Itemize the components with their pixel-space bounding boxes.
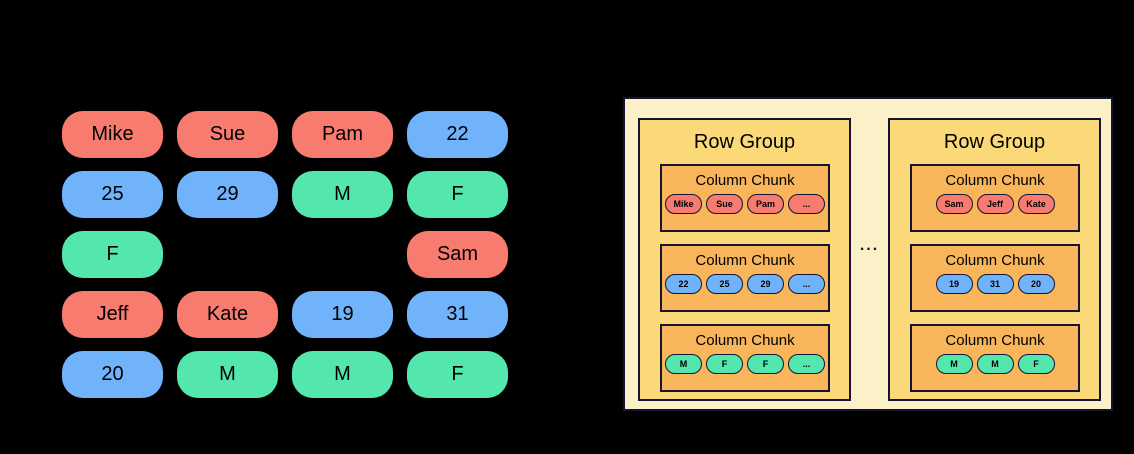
data-cell-pill: M — [177, 351, 278, 398]
data-cell-pill: 31 — [407, 291, 508, 338]
value-pill: M — [976, 354, 1014, 374]
value-pill: Jeff — [976, 194, 1014, 214]
value-pill: 20 — [1017, 274, 1055, 294]
value-pill: Sam — [935, 194, 973, 214]
data-cell-pill: 20 — [62, 351, 163, 398]
data-cell-pill: F — [407, 351, 508, 398]
value-pill: Pam — [747, 194, 784, 214]
value-pill: ... — [788, 194, 825, 214]
data-cell-pill: Sue — [177, 111, 278, 158]
data-cell-pill: Kate — [177, 291, 278, 338]
data-cell-pill: 29 — [177, 171, 278, 218]
value-pill: M — [665, 354, 702, 374]
data-cell-pill: 19 — [292, 291, 393, 338]
value-pill: 29 — [747, 274, 784, 294]
value-pill: Kate — [1017, 194, 1055, 214]
value-pill: Sue — [706, 194, 743, 214]
value-pill: M — [935, 354, 973, 374]
data-cell-pill: Jeff — [62, 291, 163, 338]
column-chunk-title: Column Chunk — [945, 171, 1045, 189]
value-pill: 22 — [665, 274, 702, 294]
data-cell-pill: 25 — [62, 171, 163, 218]
row-group-title: Row Group — [943, 130, 1046, 153]
value-pill: ... — [788, 354, 825, 374]
column-chunk-title: Column Chunk — [945, 331, 1045, 349]
data-cell-pill: F — [62, 231, 163, 278]
data-cell-pill: 22 — [407, 111, 508, 158]
value-pill: ... — [788, 274, 825, 294]
value-pill: F — [747, 354, 784, 374]
row-group-title: Row Group — [693, 130, 796, 153]
data-cell-pill: F — [407, 171, 508, 218]
value-pill: 25 — [706, 274, 743, 294]
value-pill: F — [1017, 354, 1055, 374]
column-chunk-title: Column Chunk — [945, 251, 1045, 269]
column-chunk-title: Column Chunk — [695, 251, 795, 269]
data-cell-pill: M — [292, 351, 393, 398]
value-pill: Mike — [665, 194, 702, 214]
column-chunk-title: Column Chunk — [695, 331, 795, 349]
value-pill: F — [706, 354, 743, 374]
row-group-separator: ... — [859, 237, 880, 254]
data-cell-pill: Mike — [62, 111, 163, 158]
column-chunk-title: Column Chunk — [695, 171, 795, 189]
data-cell-pill: M — [292, 171, 393, 218]
data-cell-pill: Sam — [407, 231, 508, 278]
value-pill: 19 — [935, 274, 973, 294]
value-pill: 31 — [976, 274, 1014, 294]
data-cell-pill: Pam — [292, 111, 393, 158]
